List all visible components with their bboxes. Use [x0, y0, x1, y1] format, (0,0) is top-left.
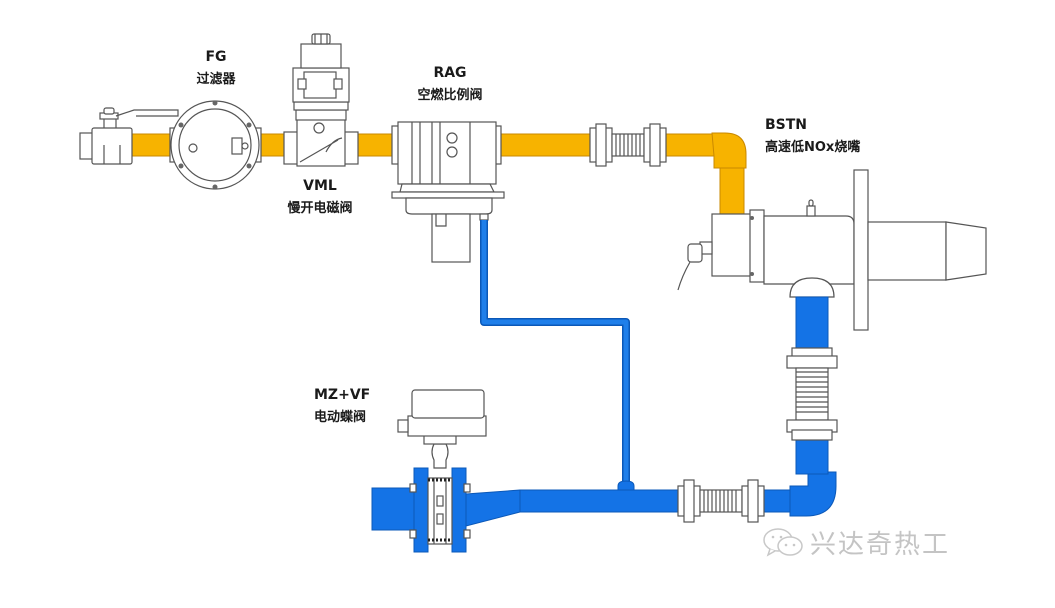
mzvf-code: MZ+VF	[314, 387, 371, 403]
gas-pipe-segment	[719, 167, 745, 217]
bstn-label: BSTN 高速低NOx烧嘴	[765, 118, 905, 154]
air-pipe-segment	[519, 489, 681, 513]
air-pipe-segment	[371, 487, 415, 531]
bstn-name: 高速低NOx烧嘴	[765, 140, 861, 155]
ball-valve	[79, 107, 179, 165]
impulse-tee	[617, 480, 635, 493]
rag-ratio-valve	[391, 121, 505, 263]
mzvf-butterfly-valve	[397, 389, 487, 553]
air-flex-hose-vertical	[786, 347, 838, 441]
gas-pipe-segment	[496, 133, 593, 157]
gas-flex-hose	[589, 123, 667, 167]
gas-pipe-elbow	[711, 132, 747, 169]
rag-label: RAG 空燃比例阀	[395, 66, 505, 102]
fg-name: 过滤器	[196, 72, 236, 87]
air-pipe-segment	[761, 489, 793, 513]
vml-solenoid-valve	[283, 33, 359, 167]
vml-name: 慢开电磁阀	[287, 201, 353, 216]
rag-code: RAG	[433, 65, 467, 81]
bstn-burner	[677, 169, 987, 331]
air-pipe-elbow	[789, 471, 837, 517]
air-flex-hose-horizontal	[677, 479, 765, 523]
vml-code: VML	[303, 178, 337, 194]
wechat-icon	[763, 527, 803, 557]
impulse-line	[480, 220, 630, 490]
mzvf-name: 电动蝶阀	[314, 410, 367, 425]
watermark-text: 兴达奇热工	[810, 530, 951, 560]
rag-name: 空燃比例阀	[417, 88, 483, 103]
watermark: 兴达奇热工	[762, 524, 950, 561]
bstn-code: BSTN	[765, 117, 808, 133]
fg-filter	[169, 100, 262, 190]
gas-pipe-segment	[661, 133, 715, 157]
fg-label: FG 过滤器	[186, 50, 246, 86]
vml-label: VML 慢开电磁阀	[270, 179, 370, 215]
air-pipe-segment	[795, 437, 829, 475]
fg-code: FG	[205, 49, 227, 65]
mzvf-label: MZ+VF 电动蝶阀	[314, 388, 414, 424]
air-line	[371, 220, 837, 531]
air-pipe-segment	[795, 296, 829, 350]
